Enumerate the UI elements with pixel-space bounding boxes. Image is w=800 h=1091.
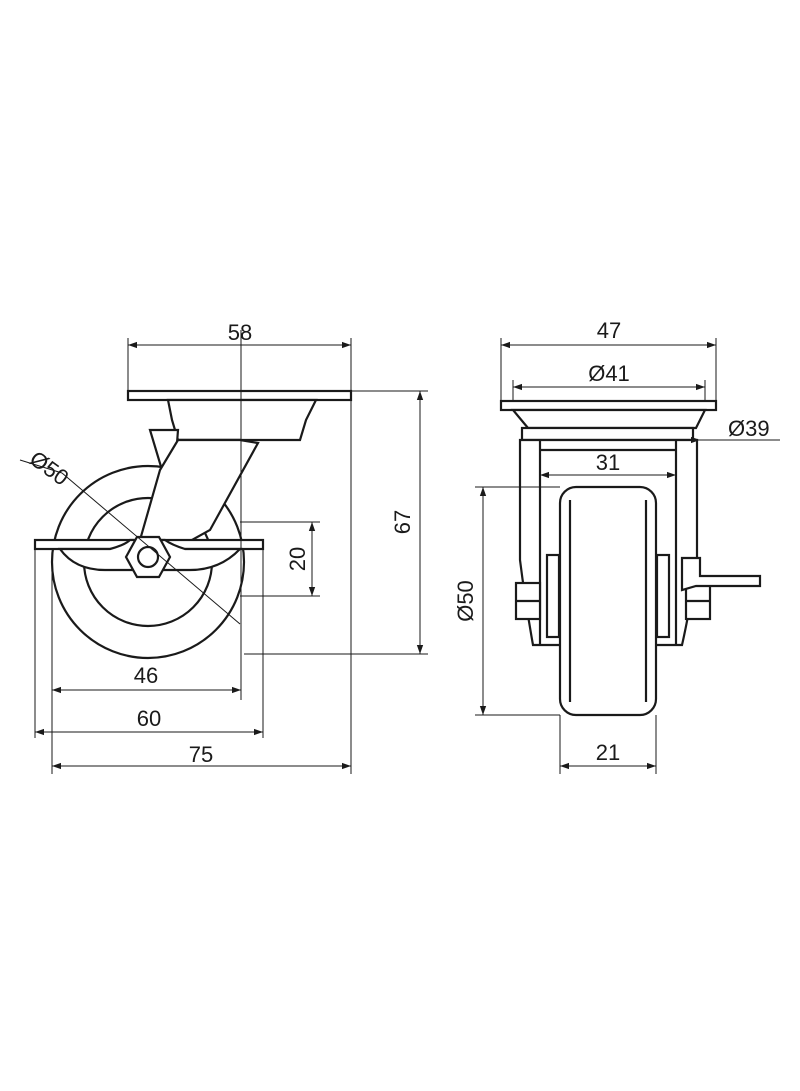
front-top-plate xyxy=(499,399,718,412)
side-view xyxy=(33,330,353,700)
axle-bolt xyxy=(136,545,160,569)
dim-label-67: 67 xyxy=(390,510,415,534)
side-swivel-housing xyxy=(166,398,318,442)
front-view xyxy=(499,399,762,717)
dim-label-75: 75 xyxy=(189,742,213,767)
front-brake-pedal xyxy=(680,556,762,592)
front-swivel-head xyxy=(510,408,707,430)
front-dimensions: 47 Ø41 Ø39 31 Ø50 21 xyxy=(453,318,780,774)
side-diameter-line xyxy=(61,472,241,625)
side-top-plate xyxy=(126,389,353,402)
front-spacer-right xyxy=(655,553,671,639)
dim-label-46: 46 xyxy=(134,663,158,688)
dim-label-side-dia50: Ø50 xyxy=(25,446,73,491)
dim-label-20: 20 xyxy=(285,547,310,571)
dim-label-front-dia50: Ø50 xyxy=(453,580,478,622)
front-swivel-ring xyxy=(520,426,695,442)
dim-label-47: 47 xyxy=(597,318,621,343)
front-spacer-left xyxy=(545,553,561,639)
dim-label-dia41: Ø41 xyxy=(588,361,630,386)
front-wheel xyxy=(558,485,658,717)
dim-label-21: 21 xyxy=(596,740,620,765)
dim-label-31: 31 xyxy=(596,450,620,475)
dim-label-dia39: Ø39 xyxy=(728,416,770,441)
dim-label-60: 60 xyxy=(137,706,161,731)
dim-label-58: 58 xyxy=(228,320,252,345)
axle-nut-icon xyxy=(124,535,172,579)
